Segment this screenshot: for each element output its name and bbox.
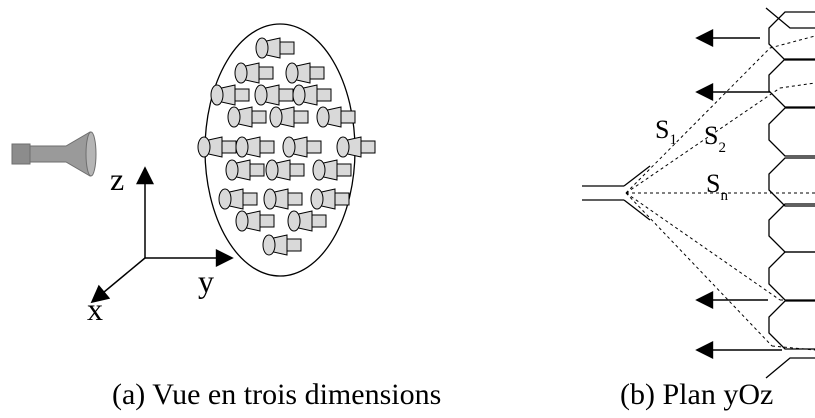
antenna-element-icon xyxy=(310,188,350,210)
antenna-element-icon xyxy=(292,84,332,106)
element-horn-icon xyxy=(768,107,815,157)
antenna-element-icon xyxy=(234,62,274,84)
antenna-element-icon xyxy=(282,136,322,158)
antenna-element-icon xyxy=(265,159,305,181)
panel-b: S1 S2 Sn (b) Plan yOz xyxy=(582,7,815,411)
antenna-element-icon xyxy=(210,84,250,106)
path-label-s1: S1 xyxy=(655,115,677,148)
antenna-element-icon xyxy=(255,37,295,59)
antenna-element-icon xyxy=(287,210,327,232)
antenna-element-icon xyxy=(254,84,294,106)
antenna-element-icon xyxy=(235,210,275,232)
ray-paths xyxy=(625,35,815,351)
ray-path xyxy=(771,345,815,351)
caption-b: (b) Plan yOz xyxy=(620,378,773,411)
antenna-element-icon xyxy=(316,106,356,128)
antenna-element-icon xyxy=(218,188,258,210)
antenna-element-icon xyxy=(336,136,376,158)
radiation-arrows xyxy=(695,29,782,359)
panel-a: z y x (a) Vue en trois dimensions xyxy=(11,23,441,411)
path-label-s2: S2 xyxy=(704,121,726,156)
element-horn-icon xyxy=(768,251,815,301)
antenna-element-icon xyxy=(197,136,237,158)
path-label-sn: Sn xyxy=(706,169,728,204)
element-horn-icon xyxy=(768,203,815,253)
antenna-element-icon xyxy=(262,234,302,256)
ray-path xyxy=(625,192,773,347)
feed-horn-icon xyxy=(582,165,651,221)
antenna-element-icon xyxy=(263,188,303,210)
x-axis xyxy=(90,257,146,304)
source-horn-icon xyxy=(11,131,97,177)
antenna-element-icon xyxy=(269,106,309,128)
element-horn-icon xyxy=(765,7,815,29)
antenna-elements xyxy=(197,37,376,256)
x-axis-label: x xyxy=(87,291,103,327)
ray-path xyxy=(779,82,815,89)
ray-path xyxy=(625,87,781,194)
element-horn-icon xyxy=(765,357,815,379)
antenna-element-icon xyxy=(235,136,275,158)
element-horn-icon xyxy=(768,300,815,350)
element-horn-icon xyxy=(768,58,815,108)
z-axis-label: z xyxy=(110,161,124,197)
ray-path xyxy=(625,47,771,194)
ray-path xyxy=(625,192,781,301)
ray-path xyxy=(769,35,815,49)
element-horn-icon xyxy=(768,157,815,207)
element-horn-icon xyxy=(768,11,815,61)
antenna-element-icon xyxy=(285,62,325,84)
antenna-element-icon xyxy=(312,159,352,181)
antenna-element-icon xyxy=(225,159,265,181)
element-column xyxy=(765,7,815,379)
axes: z y x xyxy=(87,161,234,327)
caption-a: (a) Vue en trois dimensions xyxy=(112,378,441,411)
y-axis-label: y xyxy=(198,263,214,299)
antenna-element-icon xyxy=(227,106,267,128)
